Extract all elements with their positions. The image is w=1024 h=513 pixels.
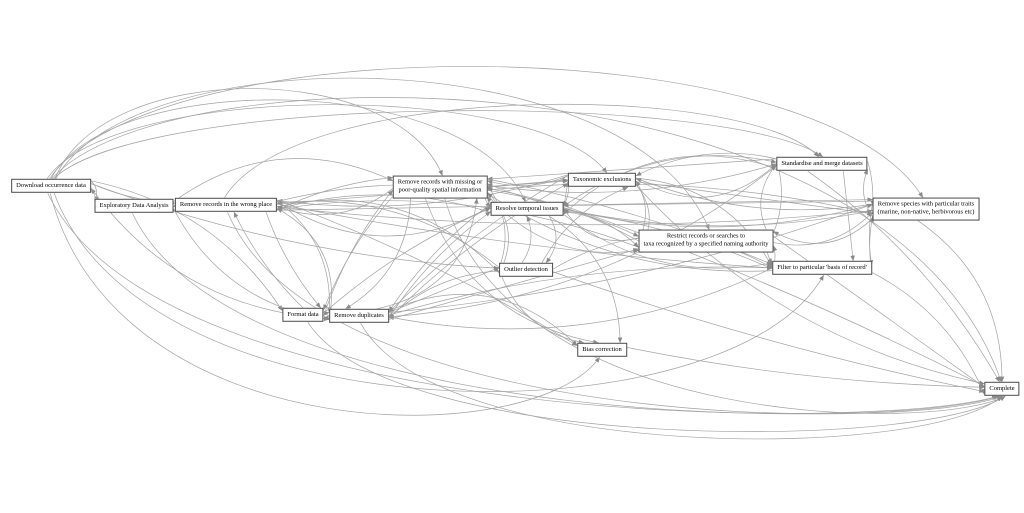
edge-outlier-to-complete [552, 271, 985, 393]
edge-missing-to-standardise [487, 163, 777, 193]
edge-bias-to-complete [626, 347, 985, 390]
edge-format-to-complete [307, 322, 1006, 432]
edge-temporal-to-traits [563, 208, 873, 227]
edge-temporal-to-standardise [563, 155, 777, 207]
edge-temporal-to-duplicates [388, 203, 491, 312]
edge-download-to-taxexcl [46, 104, 608, 179]
edge-eda-to-missing [173, 158, 394, 202]
edge-eda-to-duplicates [173, 208, 330, 321]
edge-outlier-to-temporal [521, 215, 532, 263]
edge-standardise-to-taxexcl [635, 152, 777, 176]
edge-format-to-missing [323, 189, 394, 316]
edge-missing-to-bias [424, 198, 599, 345]
edge-restrict-to-basis [766, 231, 774, 264]
edge-format-to-wrongplace [233, 211, 304, 309]
edge-wrongplace-to-basis [277, 203, 773, 270]
edge-missing-to-traits [487, 183, 873, 215]
edge-standardise-to-missing [486, 158, 777, 182]
edge-duplicates-to-traits [388, 203, 873, 313]
edge-missing-to-duplicates [345, 198, 411, 310]
edge-outlier-to-taxexcl [541, 186, 629, 263]
edge-basis-to-restrict [771, 245, 778, 270]
edge-standardise-to-temporal [563, 155, 777, 215]
edge-traits-to-temporal [563, 200, 873, 208]
edge-format-to-duplicates [323, 310, 330, 316]
edge-duplicates-to-missing [376, 198, 479, 310]
edge-duplicates-to-complete [360, 323, 1003, 440]
edge-taxexcl-to-duplicates [388, 175, 569, 313]
edge-duplicates-to-taxexcl [388, 183, 569, 319]
edge-standardise-to-basis [842, 171, 855, 262]
edge-missing-to-format [323, 196, 394, 311]
edge-duplicates-to-wrongplace [276, 208, 332, 319]
edge-wrongplace-to-format [265, 212, 321, 309]
edge-basis-to-complete [871, 272, 985, 395]
edge-taxexcl-to-complete [635, 184, 985, 385]
edge-wrongplace-to-bias [276, 199, 578, 346]
edge-duplicates-to-basis [388, 265, 773, 316]
edge-eda-to-complete [132, 213, 1000, 415]
edge-outlier-to-bias [501, 277, 585, 345]
edge-basis-to-duplicates [388, 267, 773, 330]
edge-duplicates-to-restrict [388, 248, 639, 320]
edge-download-to-traits [49, 66, 924, 198]
edge-taxexcl-to-traits [636, 181, 873, 216]
edge-format-to-temporal [323, 207, 491, 314]
edge-download-to-format [90, 180, 283, 311]
edge-outlier-to-duplicates [388, 270, 500, 319]
edge-download-to-restrict [55, 77, 710, 230]
edge-temporal-to-restrict [563, 211, 639, 248]
edge-restrict-to-complete [773, 235, 985, 388]
edge-standardise-to-complete [807, 170, 1000, 383]
edge-temporal-to-outlier [545, 216, 557, 264]
edge-traits-to-taxexcl [635, 177, 873, 211]
edge-duplicates-to-temporal [388, 211, 491, 318]
edge-outlier-to-wrongplace [276, 200, 500, 268]
edge-wrongplace-to-outlier [277, 199, 500, 273]
edge-traits-to-complete [917, 220, 1005, 383]
edge-wrongplace-to-eda [173, 202, 180, 208]
edge-missing-to-complete [444, 198, 1006, 414]
edge-restrict-to-wrongplace [276, 200, 639, 248]
edge-temporal-to-complete [563, 205, 985, 387]
edge-download-to-complete [51, 97, 1002, 383]
edge-download-to-complete [47, 193, 998, 414]
edge-taxexcl-to-standardise [635, 163, 777, 198]
edge-traits-to-wrongplace [276, 205, 873, 226]
edge-temporal-to-bias [549, 215, 623, 344]
edge-duplicates-to-standardise [388, 165, 777, 318]
edge-duplicates-to-outlier [388, 267, 500, 313]
edge-download-to-standardise [53, 110, 824, 180]
edge-standardise-to-traits [867, 161, 876, 207]
edge-download-to-wrongplace [90, 183, 176, 206]
edge-traits-to-restrict [773, 218, 873, 244]
edge-taxexcl-to-missing [486, 175, 569, 187]
edge-duplicates-to-bias [388, 294, 578, 346]
edge-wrongplace-to-temporal [276, 201, 491, 237]
edge-restrict-to-traits [773, 211, 873, 246]
edge-wrongplace-to-traits [277, 197, 873, 211]
edge-download-to-bias [49, 193, 600, 416]
edge-wrongplace-to-complete [227, 212, 1003, 415]
edge-wrongplace-to-standardise [224, 103, 820, 198]
